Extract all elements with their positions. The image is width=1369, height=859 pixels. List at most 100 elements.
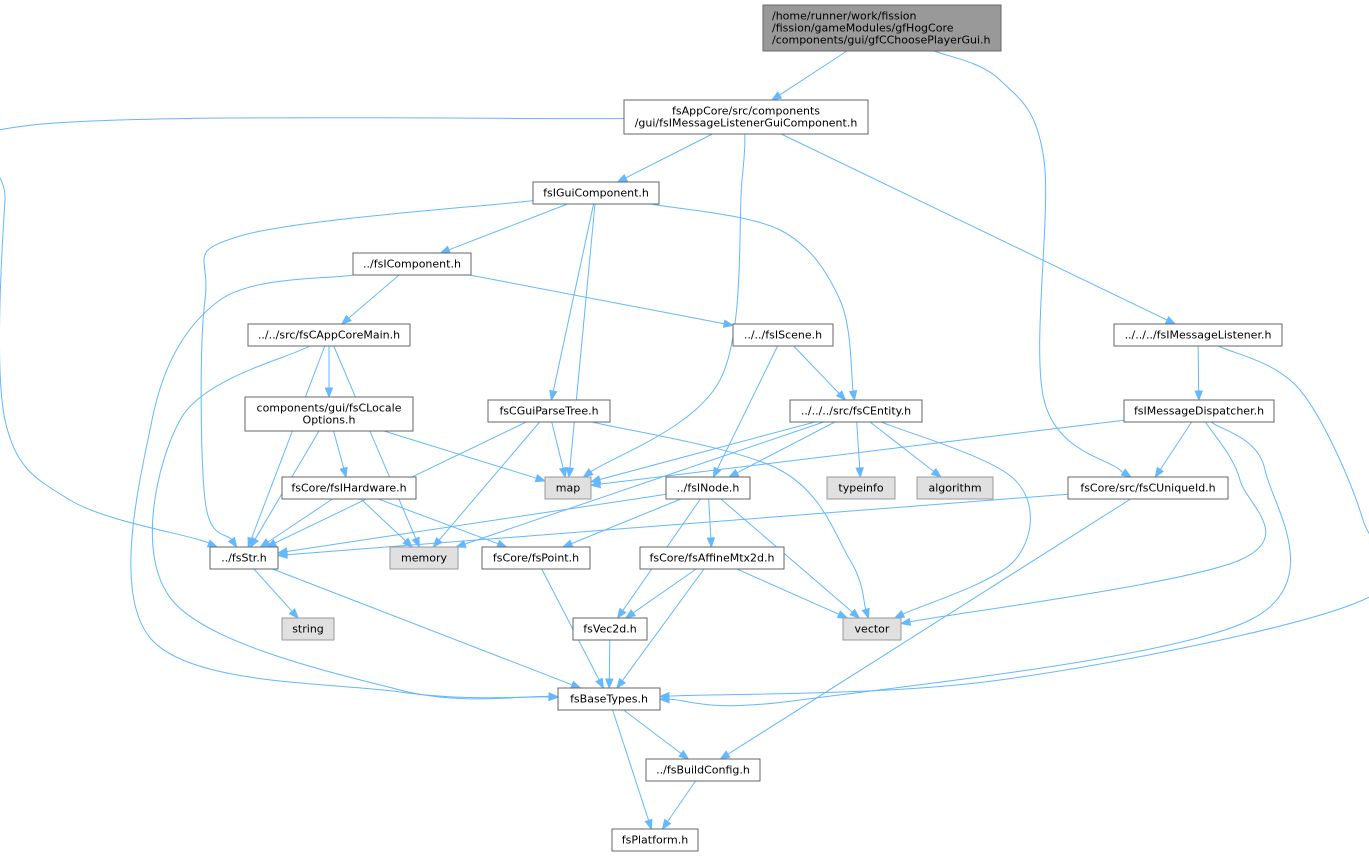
node-box (789, 399, 923, 423)
node-label: ../../fsIScene.h (744, 329, 822, 342)
node-label: vector (855, 623, 890, 636)
edge-appcoremain-to-memory (333, 345, 420, 549)
edge-line (333, 430, 345, 469)
edge-arrowhead (1154, 466, 1165, 479)
node-label: fsIMessageDispatcher.h (1134, 405, 1264, 418)
edge-line (881, 421, 1031, 615)
node-box (247, 323, 411, 347)
edge-arrowhead (570, 680, 582, 689)
node-root[interactable]: /home/runner/work/fission/fission/gameMo… (762, 4, 1002, 52)
edge-guicomponent-to-component (439, 203, 568, 254)
edge-appcoremain-to-localeoptions (324, 346, 334, 399)
node-typeinfo: typeinfo (826, 476, 896, 500)
edge-buildconfig-to-platform (661, 780, 696, 831)
node-iscene[interactable]: ../../fsIScene.h (732, 323, 834, 347)
node-centity[interactable]: ../../../src/fsCEntity.h (789, 399, 923, 423)
edge-line (448, 203, 568, 251)
node-guicomponent[interactable]: fsIGuiComponent.h (532, 181, 660, 205)
edge-arrowhead (595, 677, 604, 690)
edge-line (621, 568, 705, 681)
edge-line (736, 568, 840, 615)
node-label: fsCore/fsAffineMtx2d.h (649, 552, 774, 565)
edge-line (590, 133, 746, 473)
node-msglistenergui[interactable]: fsAppCore/src/components/gui/fsIMessageL… (623, 99, 869, 135)
node-string: string (281, 617, 335, 641)
edge-arrowhead (496, 539, 508, 548)
node-buildconfig[interactable]: ../fsBuildConfig.h (645, 758, 761, 782)
node-label: fsCore/fsPoint.h (493, 552, 579, 565)
node-box (762, 4, 1002, 52)
node-label: Options.h (303, 414, 356, 427)
edge-component-to-appcoremain (340, 274, 400, 325)
edges-layer (0, 50, 1369, 831)
edge-vec2d-to-basetypes (605, 639, 614, 690)
edge-line (551, 421, 564, 469)
edge-line (727, 498, 1131, 755)
node-imessagelistener[interactable]: ../../../fsIMessageListener.h (1113, 323, 1283, 347)
edge-centity-to-typeinfo (855, 421, 864, 479)
node-basetypes[interactable]: fsBaseTypes.h (557, 687, 661, 711)
node-box (826, 476, 896, 500)
edge-line (623, 709, 682, 754)
node-label: /components/gui/gfCChoosePlayerGui.h (772, 34, 991, 47)
node-label: ../fsINode.h (677, 482, 740, 495)
edge-arrowhead (616, 173, 629, 183)
edge-ihardware-to-point (378, 498, 508, 548)
node-vec2d[interactable]: fsVec2d.h (572, 617, 648, 641)
node-cuniqueid[interactable]: fsCore/src/fsCUniqueId.h (1067, 476, 1229, 500)
edge-line (608, 639, 611, 680)
node-point[interactable]: fsCore/fsPoint.h (481, 546, 591, 570)
edge-arrowhead (835, 390, 847, 402)
node-imessagedispatcher[interactable]: fsIMessageDispatcher.h (1123, 399, 1275, 423)
edge-arrowhead (722, 319, 735, 328)
edge-line (286, 493, 667, 552)
edge-arrowhead (770, 91, 783, 101)
node-inode[interactable]: ../fsINode.h (665, 476, 751, 500)
edge-line (333, 345, 417, 539)
edge-line (151, 345, 550, 700)
node-component[interactable]: ../fsIComponent.h (352, 252, 472, 276)
node-label: /home/runner/work/fission (772, 10, 917, 23)
node-box (916, 476, 994, 500)
edge-line (541, 568, 600, 681)
edge-guicomponent-to-centity (650, 203, 858, 402)
edge-affinemtx-to-vector (736, 568, 849, 619)
node-platform[interactable]: fsPlatform.h (611, 828, 699, 852)
node-label: fsCore/src/fsCUniqueId.h (1080, 482, 1215, 495)
edge-arrowhead (534, 474, 547, 483)
edge-line (1159, 421, 1193, 470)
node-box (842, 617, 902, 641)
edge-line (0, 117, 625, 545)
edge-arrowhead (644, 818, 653, 831)
node-fsstr[interactable]: ../fsStr.h (209, 546, 279, 570)
node-box (1067, 476, 1229, 500)
edge-guiparsetree-to-vector (591, 421, 870, 620)
edge-arrowhead (549, 389, 558, 402)
nodes-layer: /home/runner/work/fission/fission/gameMo… (209, 4, 1283, 852)
node-label: fsVec2d.h (583, 623, 637, 636)
edge-arrowhead (206, 539, 219, 548)
edge-fsstr-to-string (253, 568, 300, 620)
node-box (281, 476, 417, 500)
node-guiparsetree[interactable]: fsCGuiParseTree.h (487, 399, 611, 423)
edge-line (200, 200, 534, 540)
node-appcoremain[interactable]: ../../src/fsCAppCoreMain.h (247, 323, 411, 347)
node-affinemtx[interactable]: fsCore/fsAffineMtx2d.h (639, 546, 785, 570)
edge-line (934, 50, 1128, 477)
node-label: algorithm (928, 482, 981, 495)
node-box (665, 476, 751, 500)
edge-centity-to-inode (727, 421, 836, 478)
node-label: ../fsIComponent.h (363, 258, 461, 271)
node-box (639, 546, 785, 570)
node-box (481, 546, 591, 570)
edge-arrowhead (432, 537, 443, 549)
edge-arrowhead (727, 468, 740, 478)
edge-arrowhead (411, 536, 420, 549)
node-box (557, 687, 661, 711)
node-box (732, 323, 834, 347)
node-ihardware[interactable]: fsCore/fsIHardware.h (281, 476, 417, 500)
edge-line (378, 498, 499, 545)
edge-appcoremain-to-fsstr (247, 345, 326, 549)
